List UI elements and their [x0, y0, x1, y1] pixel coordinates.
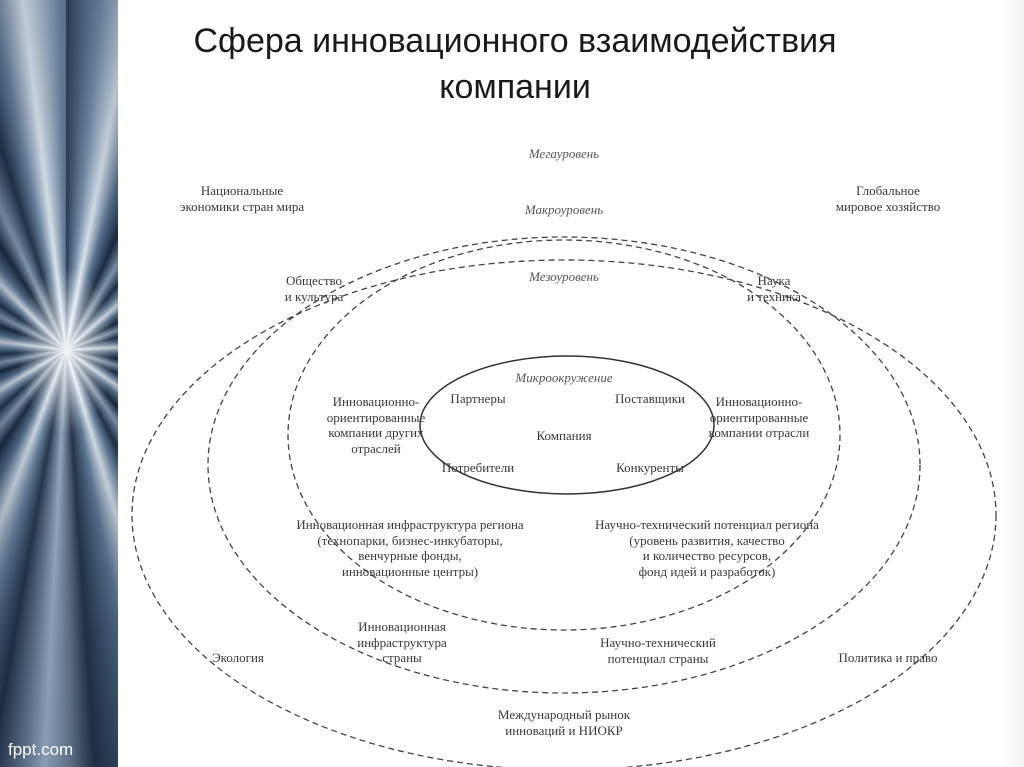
country-infrastructure-node: Инновационная инфраструктура страны — [357, 619, 447, 665]
competitors-node: Конкуренты — [616, 460, 684, 475]
partners-node: Партнеры — [450, 391, 506, 406]
company-center-node: Компания — [536, 428, 592, 443]
suppliers-node: Поставщики — [615, 391, 685, 406]
regional-potential-node: Научно-технический потенциал региона (ур… — [595, 517, 819, 579]
macro-level-label: Макроуровень — [524, 202, 604, 217]
micro-level-label: Микроокружение — [515, 370, 613, 385]
decorative-side-panel — [0, 0, 118, 767]
micro-environment-ellipse — [419, 355, 715, 495]
diagram-ellipses — [131, 236, 997, 767]
global-economy-node: Глобальное мировое хозяйство — [835, 183, 941, 214]
consumers-node: Потребители — [441, 460, 515, 475]
other-industries-companies-node: Инновационно- ориентированные компании д… — [326, 394, 426, 456]
mega-level-label: Мегауровень — [528, 146, 600, 161]
national-economies-node: Национальные экономики стран мира — [179, 183, 305, 214]
industry-companies-node: Инновационно- ориентированные компании о… — [708, 394, 810, 440]
right-edge-strip — [1002, 0, 1024, 767]
title-line-2: компании — [439, 68, 591, 106]
science-technology-node: Наука и техника — [747, 273, 801, 304]
mega-level-ellipse — [131, 259, 997, 767]
international-market-node: Международный рынок инноваций и НИОКР — [497, 707, 631, 738]
society-culture-node: Общество и культура — [284, 273, 344, 304]
meso-level-label: Мезоуровень — [529, 269, 599, 284]
watermark: fppt.com — [8, 740, 74, 759]
macro-level-ellipse — [207, 236, 921, 694]
interaction-sphere-diagram: Мегауровень Макроуровень Мезоуровень Мик… — [118, 130, 1002, 767]
country-potential-node: Научно-технический потенциал страны — [600, 635, 716, 666]
page-title: Сфера инновационного взаимодействия комп… — [150, 18, 880, 110]
title-line-1: Сфера инновационного взаимодействия — [193, 22, 837, 60]
regional-infrastructure-node: Инновационная инфраструктура региона (те… — [296, 517, 524, 579]
politics-node: Политика и право — [838, 650, 938, 665]
meso-level-ellipse — [287, 239, 841, 631]
ecology-node: Экология — [212, 650, 264, 665]
